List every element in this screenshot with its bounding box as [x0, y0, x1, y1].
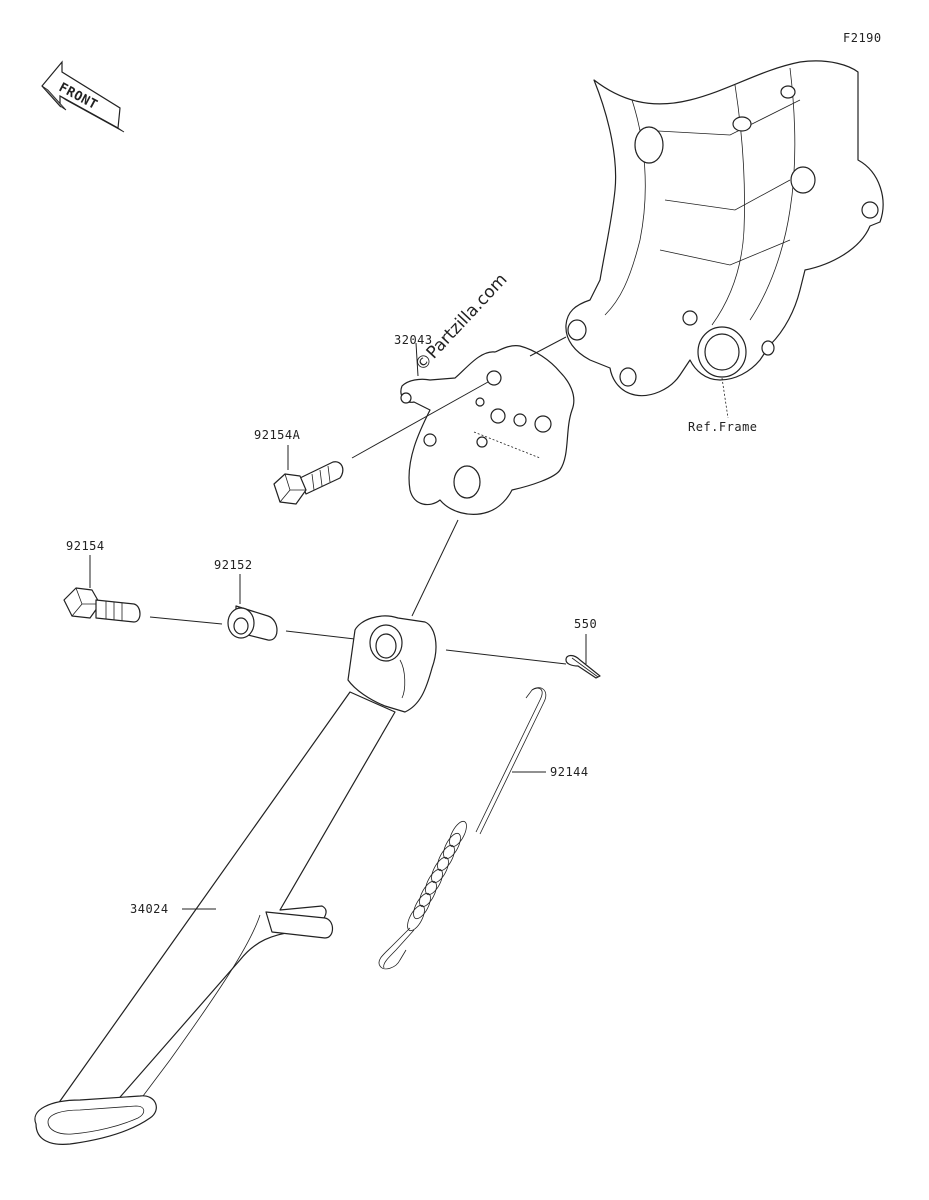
callout-550: 550: [574, 617, 597, 631]
frame-reference: Ref.Frame: [565, 60, 884, 434]
ref-frame-label: Ref.Frame: [688, 420, 758, 434]
front-arrow-icon: FRONT: [41, 60, 125, 133]
figure-code: F2190: [843, 31, 882, 45]
callout-92152: 92152: [214, 558, 253, 572]
collar-92152: 92152: [214, 558, 373, 642]
callout-32043: 32043: [394, 333, 433, 347]
callout-92154a: 92154A: [254, 428, 301, 442]
callout-92144: 92144: [550, 765, 589, 779]
spring-92144: 92144: [378, 687, 589, 970]
bracket-32043: 32043: [394, 333, 575, 515]
callout-34024: 34024: [130, 902, 169, 916]
side-stand-34024: 34024: [34, 519, 459, 1145]
cotter-pin-550: 550: [445, 617, 601, 679]
bolt-92154: 92154: [63, 539, 223, 625]
bolt-92154a: 92154A: [254, 381, 489, 505]
callout-92154: 92154: [66, 539, 105, 553]
